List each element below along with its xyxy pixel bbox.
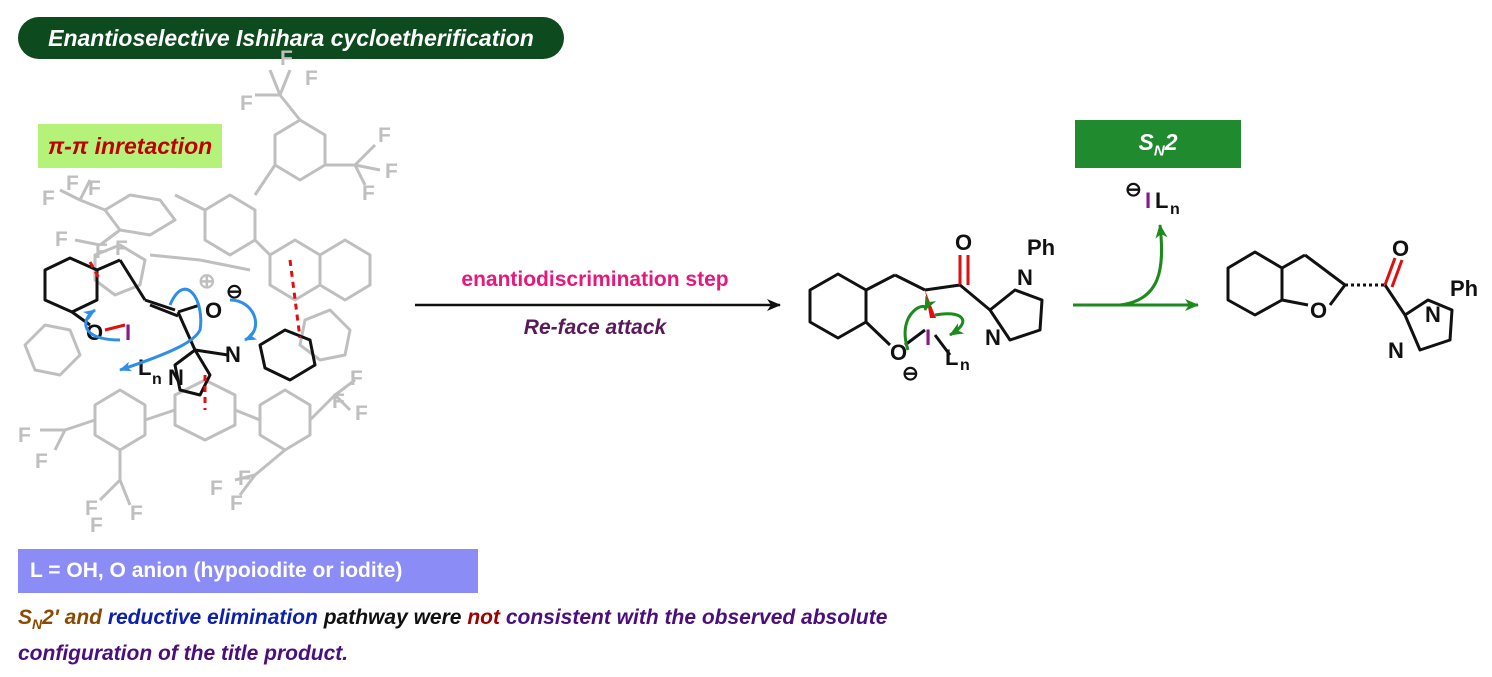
product-n: N: [1425, 302, 1441, 327]
intermediate-benzo-ring: [808, 272, 868, 340]
f-label: F: [332, 390, 345, 413]
f-label: F: [35, 450, 48, 473]
f-label: F: [230, 492, 243, 515]
f-label: F: [210, 477, 223, 500]
pi-interaction-label: π-π inretaction: [38, 124, 222, 168]
n-sub-left: n: [152, 371, 162, 388]
iodine-atom-int: I: [925, 325, 931, 350]
leaving-group-arrow: [1119, 224, 1168, 307]
l-atom-int: L: [945, 345, 958, 370]
product-n2: N: [1388, 338, 1404, 363]
bound-substrate-labels: O I L n O ⊖ N N: [86, 281, 243, 390]
n-sub-int: n: [960, 357, 970, 374]
cat-ring-mid: [203, 193, 257, 257]
cat-naphthyl-1: [268, 238, 322, 302]
f-label: F: [280, 47, 293, 70]
note-tail: 2' and: [42, 606, 102, 629]
leaving-minus: ⊖: [1125, 179, 1142, 201]
sn2-label: SN2: [1075, 120, 1241, 168]
pi-stacking-lines: [88, 259, 302, 410]
footnote: SN2' and reductive elimination pathway w…: [18, 603, 1118, 669]
cat-naphthyl-3: [23, 323, 82, 377]
product-labels: O O N Ph N: [1310, 236, 1478, 363]
bound-substrate: [43, 256, 317, 397]
enantiodiscrimination-label: enantiodiscrimination step: [461, 268, 729, 291]
note-not: not: [467, 606, 500, 629]
n-atom-imidazole2: N: [168, 365, 184, 390]
wedge-bond: [925, 290, 936, 318]
intermediate-labels: O N Ph N O ⊖ I L n: [890, 230, 1055, 385]
f-label: F: [85, 497, 98, 520]
carbonyl-o: O: [955, 230, 972, 255]
note-pathway: pathway were: [323, 606, 462, 629]
catalyst-scaffold: [23, 69, 381, 506]
f-label: F: [88, 177, 101, 200]
substrate-phenyl: [258, 328, 317, 382]
scheme-title: Enantioselective Ishihara cycloetherific…: [18, 17, 564, 59]
leaving-group-labels: ⊖ I L n: [1125, 179, 1180, 218]
f-label: F: [378, 124, 391, 147]
product: [1226, 250, 1454, 352]
intermediate: [808, 255, 1044, 356]
substrate-imidazole: [173, 348, 212, 397]
enolate-o: O: [205, 298, 222, 323]
phenoxide-minus: ⊖: [902, 363, 919, 385]
f-label: F: [355, 402, 368, 425]
note-sn2: SN2' and: [18, 606, 102, 633]
f-label: F: [240, 92, 253, 115]
cat-naphthyl-2: [318, 238, 372, 302]
catalyst-f-labels: F F F F F F F F F F F F F F F F F F F F …: [18, 47, 398, 537]
cat-naphthyl-4: [93, 243, 147, 297]
n-atom-int2: N: [985, 325, 1001, 350]
f-label: F: [115, 237, 128, 260]
leaving-iodine: I: [1145, 188, 1151, 213]
ligand-definition: L = OH, O anion (hypoiodite or iodite): [18, 549, 478, 593]
f-label: F: [238, 467, 251, 490]
sn2-s: S: [1138, 129, 1154, 155]
f-label: F: [18, 424, 31, 447]
f-label: F: [55, 228, 68, 251]
note-reductive: reductive elimination: [107, 606, 318, 629]
f-label: F: [42, 187, 55, 210]
cat-ring-low-right: [258, 388, 312, 452]
enolate-minus: ⊖: [226, 281, 243, 303]
n-atom-imidazole: N: [225, 342, 241, 367]
note-configuration: configuration of the title product.: [18, 642, 349, 666]
cat-ring-top: [273, 118, 327, 182]
product-carbonyl-o: O: [1392, 236, 1409, 261]
ph-int: Ph: [1027, 235, 1055, 260]
sn2-2: 2: [1164, 129, 1178, 155]
product-ph: Ph: [1450, 276, 1478, 301]
note-consistent: consistent with the observed absolute: [505, 606, 888, 629]
iodine-atom-left: I: [125, 320, 131, 345]
f-label: F: [95, 240, 108, 263]
blue-curved-arrows: [83, 287, 258, 372]
product-benzo-ring: [1226, 250, 1284, 317]
f-label: F: [66, 172, 79, 195]
f-label: F: [362, 182, 375, 205]
cat-ring-low-left: [93, 388, 147, 452]
intermediate-imidazole: [988, 288, 1044, 342]
leaving-n: n: [1170, 201, 1180, 218]
leaving-l: L: [1155, 188, 1168, 213]
reface-label: Re-face attack: [523, 316, 667, 339]
f-label: F: [90, 514, 103, 537]
furan-o: O: [1310, 298, 1327, 323]
cat-ring-side: [298, 308, 352, 362]
f-label: F: [305, 67, 318, 90]
f-label: F: [385, 160, 398, 183]
f-label: F: [350, 367, 363, 390]
n-atom-int: N: [1017, 265, 1033, 290]
plus-charge: ⊕: [198, 270, 216, 293]
phenoxide-o: O: [890, 340, 907, 365]
green-curved-arrows: [903, 295, 965, 351]
substrate-benzo-ring: [43, 256, 99, 314]
f-label: F: [130, 502, 143, 525]
note-sub: N: [32, 616, 43, 633]
product-imidazole: [1403, 298, 1454, 352]
sn2-sub: N: [1153, 142, 1165, 160]
note-s: S: [18, 606, 33, 629]
cat-ring-left: [103, 193, 177, 237]
